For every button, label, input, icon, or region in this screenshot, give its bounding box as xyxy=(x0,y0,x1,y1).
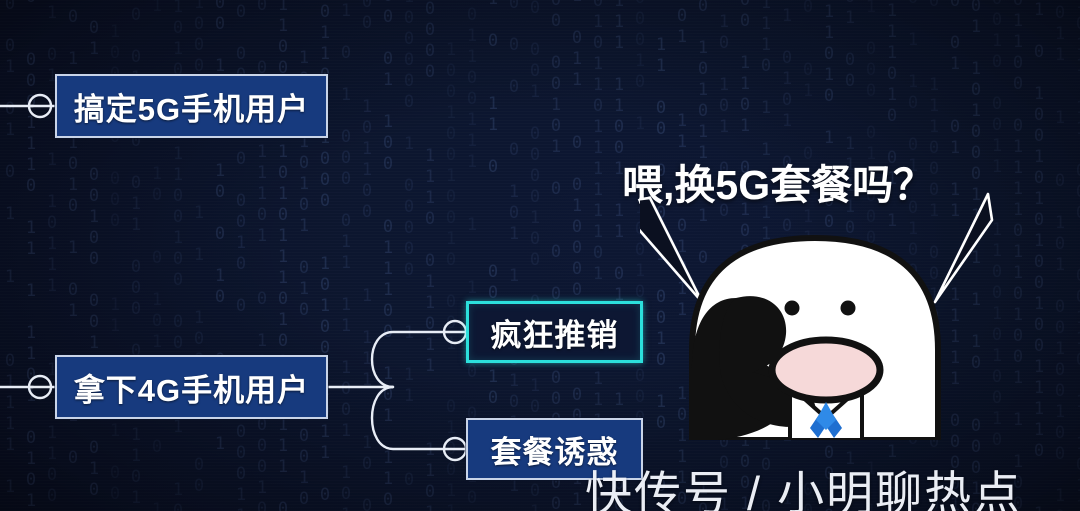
character-open-mouth xyxy=(768,336,884,404)
character-eye-right xyxy=(840,300,856,316)
mindmap-node-plan-temptation[interactable]: 套餐诱惑 xyxy=(466,418,643,480)
mindmap-node-4g-users[interactable]: 拿下4G手机用户 xyxy=(55,355,328,419)
phone-call-meme-character xyxy=(640,192,994,440)
mindmap-node-label: 拿下4G手机用户 xyxy=(73,372,310,408)
emphasis-ray-right xyxy=(933,192,994,304)
speech-bubble-text: 喂,换5G套餐吗？ xyxy=(622,162,935,208)
emphasis-rays xyxy=(640,192,994,304)
mindmap-node-crazy-promotion[interactable]: 疯狂推销 xyxy=(466,301,643,363)
character-collar xyxy=(788,384,864,440)
emphasis-ray-left xyxy=(640,196,704,304)
channel-watermark: 快传号 / 小明聊热点 xyxy=(585,467,1023,511)
character-bowtie-knot xyxy=(816,402,836,430)
mindmap-node-label: 套餐诱惑 xyxy=(490,434,619,470)
character-eye-left xyxy=(784,300,800,316)
mindmap-node-5g-users[interactable]: 搞定5G手机用户 xyxy=(55,74,328,138)
mindmap-node-label: 疯狂推销 xyxy=(490,317,619,353)
mindmap-node-label: 搞定5G手机用户 xyxy=(73,91,310,127)
